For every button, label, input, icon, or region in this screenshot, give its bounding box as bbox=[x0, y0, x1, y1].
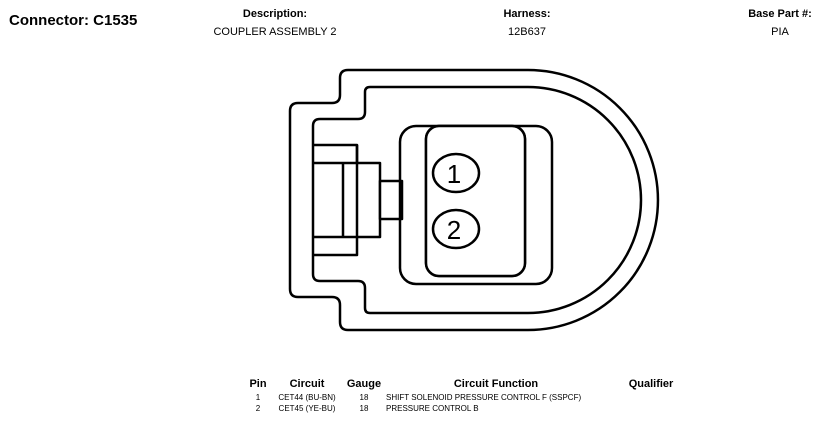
wire-gauge: 18 bbox=[359, 393, 369, 402]
connector-title: Connector: C1535 bbox=[9, 12, 138, 29]
locking-latch bbox=[313, 143, 404, 257]
qualifier bbox=[606, 403, 696, 414]
table-header-row: Pin Circuit Gauge Circuit Function Quali… bbox=[244, 378, 696, 392]
pin-2-label: 2 bbox=[447, 215, 461, 245]
description-value: COUPLER ASSEMBLY 2 bbox=[213, 26, 337, 38]
table-row: 2 CET45 (YE-BU) 18 PRESSURE CONTROL B bbox=[244, 403, 696, 414]
connector-housing-inner bbox=[311, 85, 643, 315]
table-row: 1 CET44 (BU-BN) 18 SHIFT SOLENOID PRESSU… bbox=[244, 392, 696, 403]
circuit-id: CET45 (YE-BU) bbox=[278, 404, 336, 413]
column-header-qualifier: Qualifier bbox=[628, 378, 674, 390]
terminal-cavity-core bbox=[424, 124, 527, 278]
pin-2-circle bbox=[431, 208, 481, 250]
base-part-value: PIA bbox=[771, 26, 789, 38]
connector-housing-outer bbox=[288, 68, 660, 332]
column-header-gauge: Gauge bbox=[346, 378, 382, 390]
harness-value: 12B637 bbox=[508, 26, 546, 38]
column-header-circuit-function: Circuit Function bbox=[453, 378, 539, 390]
pin-1-circle bbox=[431, 152, 481, 194]
base-part-label: Base Part #: bbox=[748, 8, 812, 20]
description-label: Description: bbox=[242, 8, 308, 20]
circuit-function: SHIFT SOLENOID PRESSURE CONTROL F (SSPCF… bbox=[386, 393, 582, 402]
column-header-circuit: Circuit bbox=[289, 378, 325, 390]
qualifier bbox=[606, 392, 696, 403]
pin-assignment-table: Pin Circuit Gauge Circuit Function Quali… bbox=[244, 378, 696, 414]
harness-label: Harness: bbox=[503, 8, 551, 20]
pin-1-label: 1 bbox=[447, 159, 461, 189]
pin-number: 1 bbox=[255, 393, 261, 402]
circuit-id: CET44 (BU-BN) bbox=[278, 393, 336, 402]
circuit-function: PRESSURE CONTROL B bbox=[386, 404, 479, 413]
pin-number: 2 bbox=[255, 404, 261, 413]
wire-gauge: 18 bbox=[359, 404, 369, 413]
column-header-pin: Pin bbox=[249, 378, 267, 390]
